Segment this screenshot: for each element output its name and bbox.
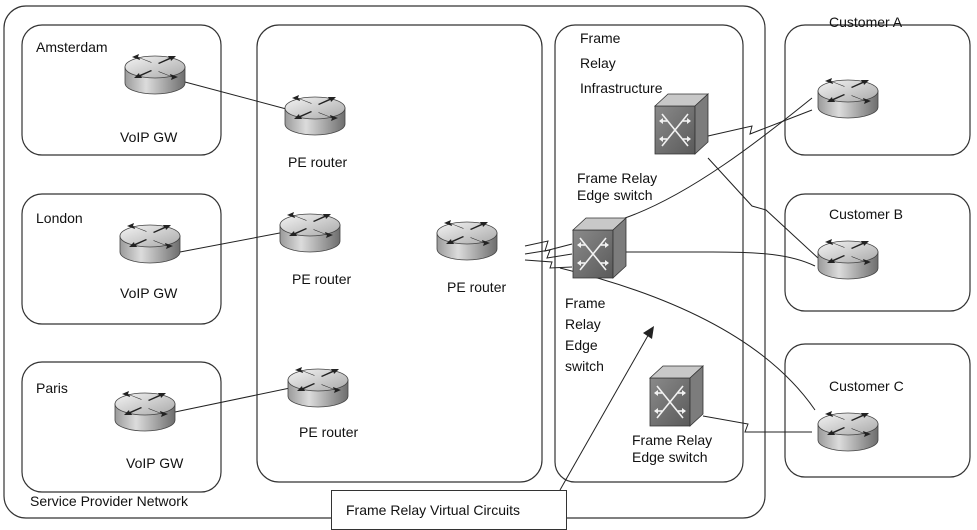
frame-relay-title-line-3: Infrastructure xyxy=(580,80,663,96)
customer-label-b: Customer B xyxy=(829,206,903,222)
router-icon-pe-2 xyxy=(279,211,341,253)
edge-switch-top-label-1: Frame Relay xyxy=(577,170,658,186)
router-icon-amsterdam-gw xyxy=(124,53,186,95)
site-box-london xyxy=(21,193,222,325)
router-icon-paris-gw xyxy=(114,390,176,432)
edge-switch-mid-label-3: Edge xyxy=(565,337,598,353)
frame-relay-title-line-2: Relay xyxy=(580,55,616,71)
frame-relay-infrastructure-box xyxy=(554,24,744,483)
device-label-paris: VoIP GW xyxy=(126,455,184,471)
switch-icon-middle xyxy=(572,217,627,279)
router-icon-customer-b xyxy=(817,238,879,280)
link-switch-top-customer-b xyxy=(707,157,819,259)
link-amsterdam-pe xyxy=(184,81,291,111)
callout-arrow-line xyxy=(559,331,651,491)
customer-box-b xyxy=(784,193,971,312)
link-switch-mid-customer-a xyxy=(624,97,813,219)
edge-switch-bottom-label-2: Edge switch xyxy=(632,449,708,465)
link-pe-switch-c xyxy=(524,259,573,269)
edge-switch-mid-label-1: Frame xyxy=(565,295,606,311)
router-icon-pe-3 xyxy=(287,366,349,408)
pe-router-cluster xyxy=(256,24,543,483)
connection-links xyxy=(174,81,819,433)
site-box-paris xyxy=(21,361,222,493)
edge-switch-bottom-label-1: Frame Relay xyxy=(632,432,713,448)
virtual-circuits-callout: Frame Relay Virtual Circuits xyxy=(331,490,567,530)
frame-relay-title-line-1: Frame xyxy=(580,30,621,46)
pe-router-label-1: PE router xyxy=(288,154,348,170)
pe-router-label-2: PE router xyxy=(292,271,352,287)
device-label-london: VoIP GW xyxy=(120,285,178,301)
router-icon-london-gw xyxy=(119,222,181,264)
device-label-amsterdam: VoIP GW xyxy=(120,129,178,145)
customer-box-c xyxy=(784,343,971,478)
edge-switch-mid-label-2: Relay xyxy=(565,316,601,332)
link-paris-pe xyxy=(174,387,291,413)
site-name-amsterdam: Amsterdam xyxy=(36,39,108,55)
customer-label-c: Customer C xyxy=(829,378,904,394)
switch-icon-top xyxy=(654,93,709,155)
virtual-circuits-callout-text: Frame Relay Virtual Circuits xyxy=(346,502,521,518)
link-pe-switch-a xyxy=(524,240,573,252)
pe-router-label-central: PE router xyxy=(447,279,507,295)
site-name-london: London xyxy=(36,210,83,226)
switch-icon-bottom xyxy=(649,365,704,427)
edge-switch-mid-label-4: switch xyxy=(565,358,604,374)
customer-label-a: Customer A xyxy=(829,14,903,30)
site-box-amsterdam xyxy=(21,24,222,156)
pe-router-label-3: PE router xyxy=(299,424,359,440)
link-switch-bottom-customer-c xyxy=(702,415,812,433)
customer-box-a xyxy=(784,24,971,156)
site-name-paris: Paris xyxy=(36,380,68,396)
link-switch-top-customer-a xyxy=(707,109,813,137)
link-london-pe xyxy=(179,231,286,253)
link-switch-mid-customer-b xyxy=(625,251,816,267)
router-icon-pe-1 xyxy=(284,94,346,136)
callout-arrowhead xyxy=(643,326,654,339)
network-label: Service Provider Network xyxy=(30,493,188,509)
edge-switch-top-label-2: Edge switch xyxy=(577,187,653,203)
router-icon-customer-c xyxy=(817,410,879,452)
router-icon-pe-central xyxy=(436,219,498,261)
link-pe-switch-b xyxy=(524,249,573,259)
router-icon-customer-a xyxy=(817,77,879,119)
